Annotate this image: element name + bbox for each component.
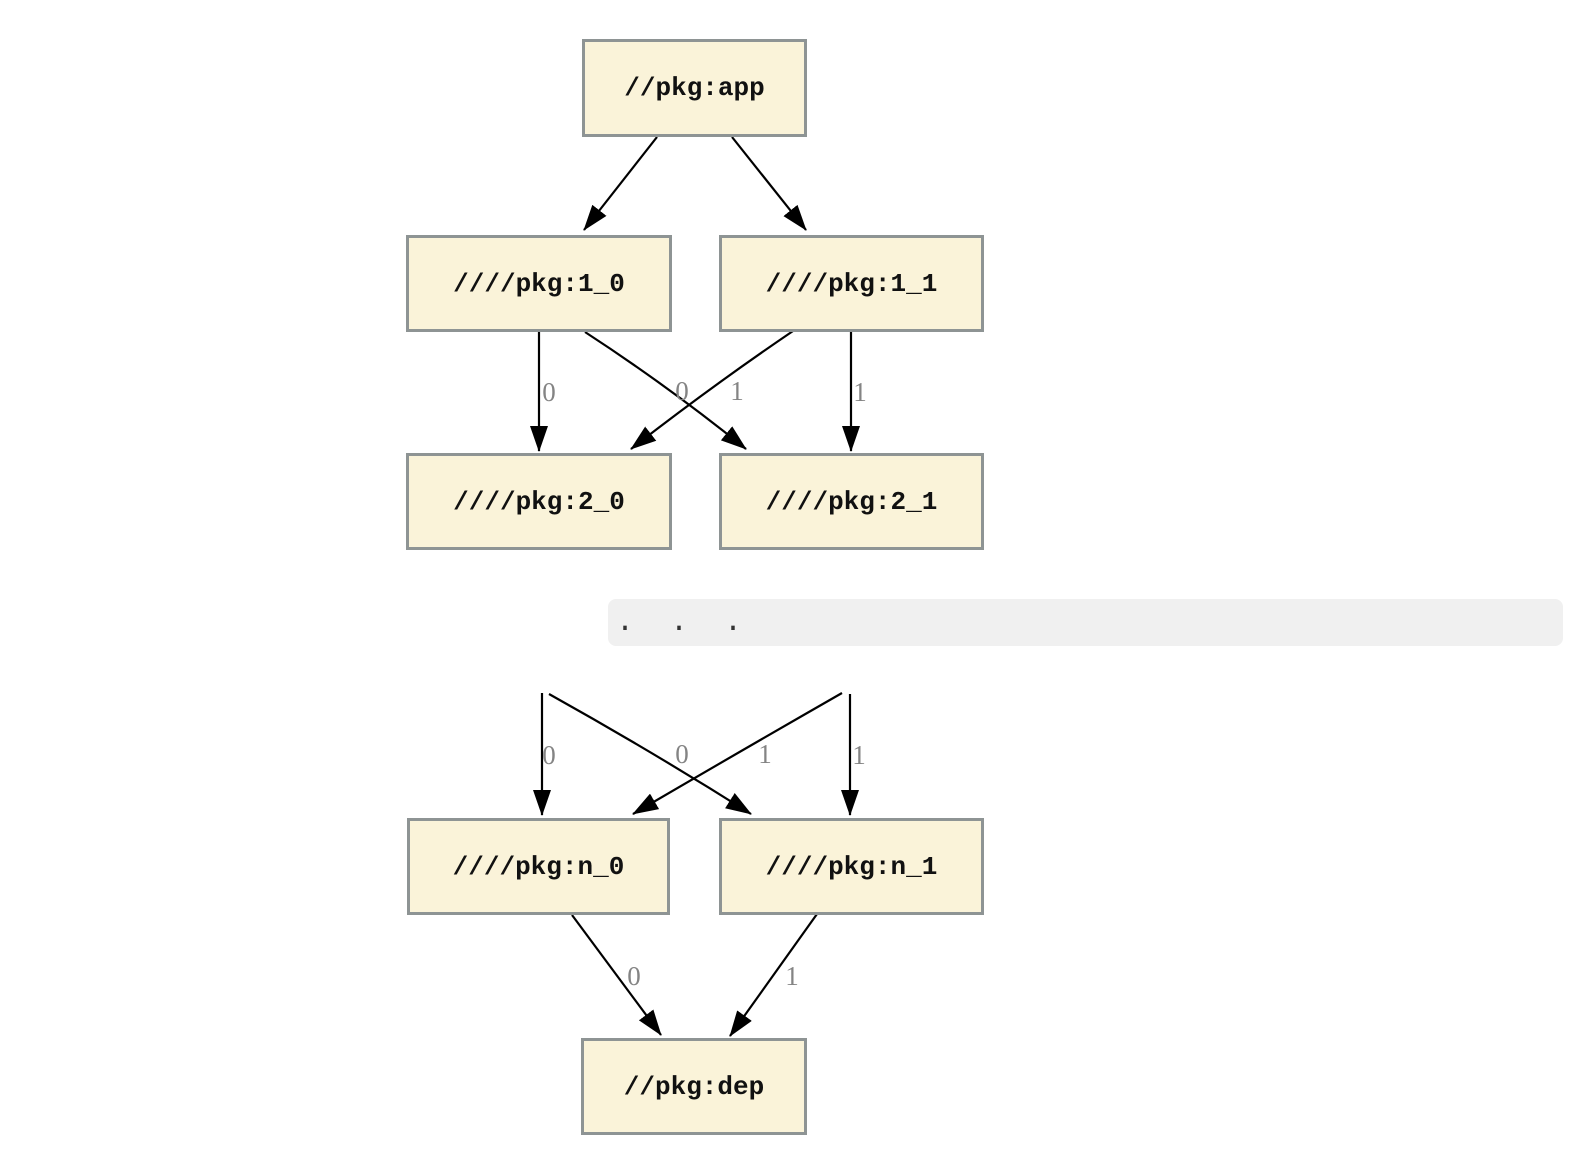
node-pkg-2_1-label: ////pkg:2_1	[765, 486, 938, 517]
edge-label-hidden1-n_1: 1	[852, 740, 866, 770]
node-pkg-app-label: //pkg:app	[624, 73, 765, 103]
edge-label-n_0-dep: 0	[627, 961, 641, 991]
edge-label-1_1-2_0: 0	[675, 376, 689, 406]
edge-1_1-to-2_0	[630, 330, 794, 450]
edge-label-1_0-2_1: 1	[730, 376, 744, 406]
node-pkg-n_1-label: ////pkg:n_1	[765, 851, 938, 882]
node-pkg-1_1-label: ////pkg:1_1	[765, 268, 938, 299]
edge-label-n_1-dep: 1	[785, 961, 799, 991]
edge-label-1_0-2_0: 0	[542, 377, 556, 407]
hidden-levels-ellipsis-band: . . .	[608, 599, 1563, 646]
edge-label-hidden1-n_0: 0	[675, 739, 689, 769]
hidden-levels-ellipsis-text: . . .	[616, 606, 743, 640]
edge-1_0-to-2_1	[584, 331, 747, 450]
node-pkg-2_1: ////pkg:2_1	[719, 453, 984, 550]
node-pkg-1_0: ////pkg:1_0	[406, 235, 672, 332]
node-pkg-app: //pkg:app	[582, 39, 807, 137]
node-pkg-dep: //pkg:dep	[581, 1038, 807, 1135]
node-pkg-1_1: ////pkg:1_1	[719, 235, 984, 332]
edge-hidden1-to-n_0	[632, 692, 843, 815]
edge-label-hidden0-n_1: 1	[758, 739, 772, 769]
node-pkg-dep-label: //pkg:dep	[623, 1071, 765, 1102]
edge-app-to-1_0	[583, 136, 658, 231]
node-pkg-n_0-label: ////pkg:n_0	[452, 851, 625, 882]
edge-label-hidden0-n_0: 0	[542, 740, 556, 770]
edge-label-1_1-2_1: 1	[853, 377, 867, 407]
edge-n_1-to-dep	[729, 913, 818, 1037]
edge-hidden0-to-n_1	[548, 693, 752, 815]
node-pkg-n_0: ////pkg:n_0	[407, 818, 670, 915]
edge-n_0-to-dep	[571, 914, 662, 1036]
edge-app-to-1_1	[731, 136, 807, 231]
node-pkg-2_0-label: ////pkg:2_0	[453, 486, 625, 517]
node-pkg-1_0-label: ////pkg:1_0	[453, 268, 625, 299]
node-pkg-2_0: ////pkg:2_0	[406, 453, 672, 550]
node-pkg-n_1: ////pkg:n_1	[719, 818, 984, 915]
